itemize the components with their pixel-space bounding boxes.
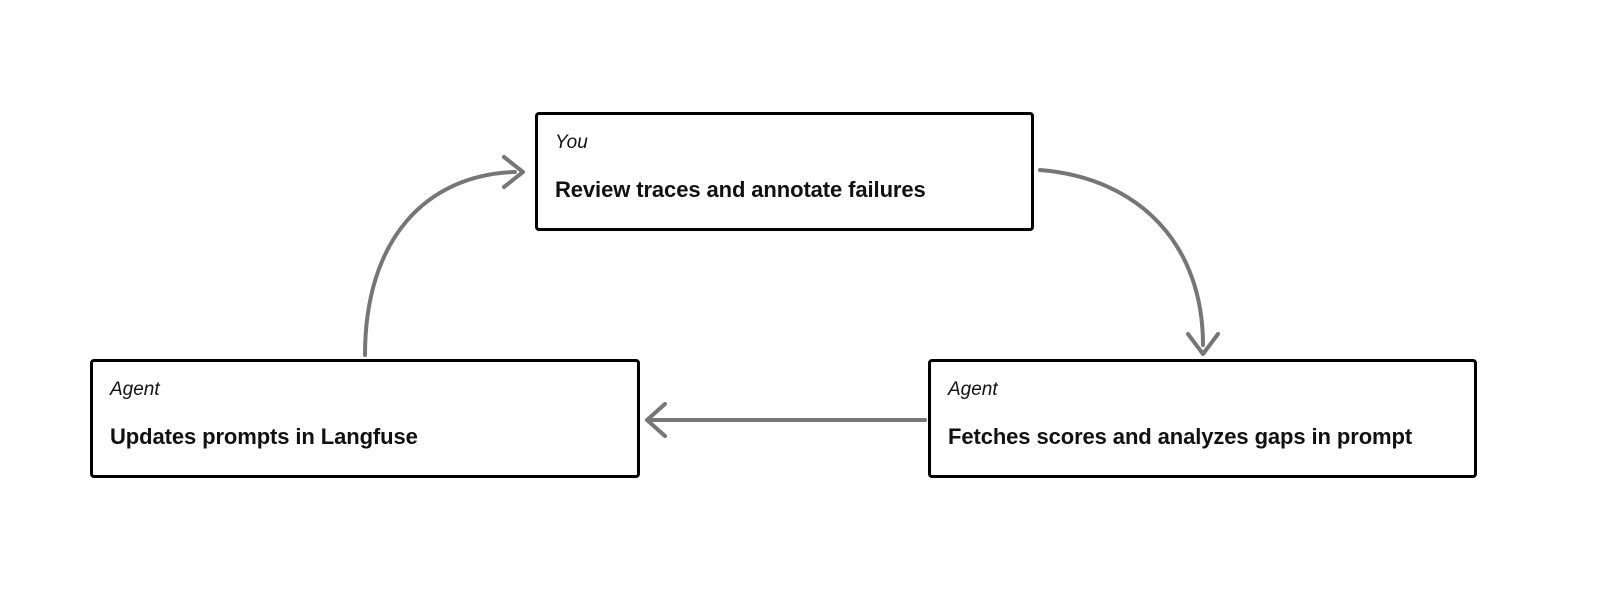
edge-you-to-fetch	[1038, 168, 1220, 356]
node-role-label: Agent	[110, 379, 160, 400]
edge-update-to-you-line	[363, 170, 517, 357]
edge-you-to-fetch-arrowhead	[1186, 332, 1220, 356]
edge-fetch-to-update	[645, 402, 927, 438]
node-role-label: You	[555, 132, 588, 153]
edge-update-to-you-arrowhead	[502, 155, 525, 189]
node-action-label: Review traces and annotate failures	[555, 177, 926, 202]
node-action-label: Updates prompts in Langfuse	[110, 424, 418, 449]
node-agent-update[interactable]: Agent Updates prompts in Langfuse	[90, 359, 640, 478]
node-role-label: Agent	[948, 379, 998, 400]
node-agent-fetch[interactable]: Agent Fetches scores and analyzes gaps i…	[928, 359, 1477, 478]
node-action-label: Fetches scores and analyzes gaps in prom…	[948, 424, 1413, 449]
edge-fetch-to-update-arrowhead	[645, 402, 667, 438]
edge-you-to-fetch-line	[1038, 168, 1205, 347]
edge-update-to-you	[363, 155, 525, 357]
node-you-review[interactable]: You Review traces and annotate failures	[535, 112, 1034, 231]
